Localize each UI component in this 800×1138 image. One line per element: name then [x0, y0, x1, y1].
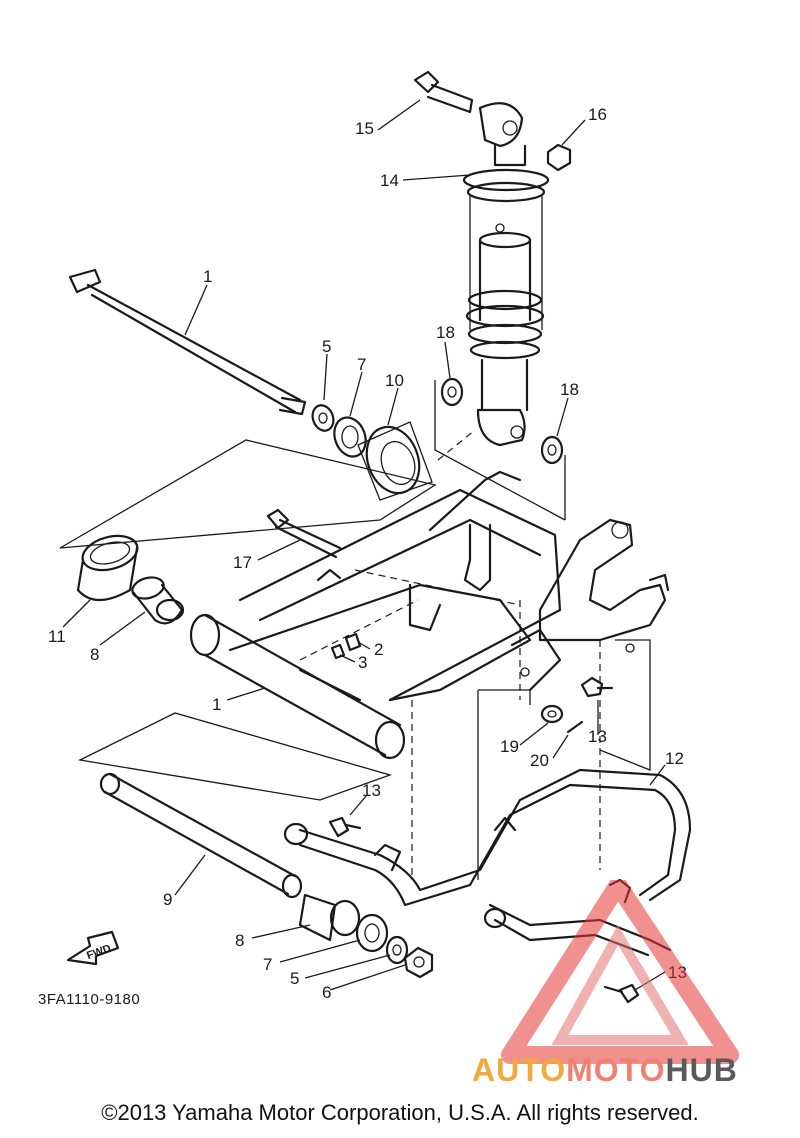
callout-20: 20	[530, 751, 549, 770]
part-8-collar-lower	[298, 893, 361, 942]
watermark-auto: AUTO	[472, 1052, 567, 1088]
part-20-pin	[566, 720, 584, 734]
copyright-notice: ©2013 Yamaha Motor Corporation, U.S.A. A…	[101, 1100, 699, 1125]
callout-2: 2	[374, 640, 383, 659]
leader-lines	[62, 99, 666, 991]
part-13-bolt-lower	[603, 983, 640, 1004]
watermark-moto: MOTO	[566, 1052, 666, 1088]
part-7-oil-seal-upper	[333, 416, 367, 458]
callout-5-upper: 5	[322, 337, 331, 356]
fwd-arrow: FWD	[66, 930, 120, 966]
part-8-collar-upper	[131, 576, 185, 625]
part-2-grease-nipple	[344, 632, 362, 652]
callout-16: 16	[588, 105, 607, 124]
callout-19: 19	[500, 737, 519, 756]
sub-assembly-outline-lower	[77, 712, 393, 801]
part-11-bushing	[76, 534, 139, 602]
part-9-pivot-shaft-lower	[99, 772, 303, 899]
callout-7-lower: 7	[263, 955, 272, 974]
callout-8-lower: 8	[235, 931, 244, 950]
part-1-swingarm	[189, 470, 670, 760]
callout-10: 10	[385, 371, 404, 390]
part-4-pivot-shaft	[68, 268, 307, 416]
part-6-nut	[403, 946, 434, 979]
callout-8-upper: 8	[90, 645, 99, 664]
callout-18-left: 18	[436, 323, 455, 342]
callout-5-lower: 5	[290, 969, 299, 988]
part-18-washer-right	[540, 435, 564, 465]
callout-14: 14	[380, 171, 399, 190]
callout-9: 9	[163, 890, 172, 909]
callout-13-middle: 13	[362, 781, 381, 800]
callout-11: 11	[48, 627, 66, 646]
watermark-logo	[501, 880, 739, 1064]
callout-1: 1	[212, 695, 221, 714]
callout-12: 12	[665, 749, 684, 768]
callout-4: 1	[203, 267, 212, 286]
part-16-nut	[546, 143, 572, 172]
part-19-washer	[540, 704, 564, 724]
watermark-hub: HUB	[665, 1052, 738, 1088]
part-13-bolt-upper	[580, 676, 614, 698]
part-17-bolt	[266, 508, 342, 559]
callout-3: 3	[358, 653, 367, 672]
watermark-text: AUTOMOTOHUB	[472, 1052, 738, 1089]
part-15-bolt	[413, 70, 474, 114]
diagram-code: 3FA1110-9180	[38, 991, 140, 1008]
sub-assembly-outline-upper	[59, 439, 437, 549]
part-14-rear-shock-absorber	[462, 102, 550, 447]
callout-labels: 1 5 7 10 15 14 16 18 18 17 11 8 2 3 1 19…	[48, 105, 687, 1002]
part-5-washer-lower	[385, 935, 409, 965]
callout-13-upper: 13	[588, 727, 607, 746]
part-5-washer-upper	[311, 404, 335, 432]
watermark-triangle-icon	[501, 880, 739, 1064]
part-7-oil-seal-lower	[355, 913, 389, 953]
callout-6: 6	[322, 983, 331, 1002]
callout-17: 17	[233, 553, 252, 572]
callout-18-right: 18	[560, 380, 579, 399]
callout-15: 15	[355, 119, 374, 138]
part-18-washer-left	[440, 377, 464, 407]
part-3-cap	[330, 643, 346, 660]
part-13-bolt-middle	[328, 816, 362, 838]
callout-7-upper: 7	[357, 355, 366, 374]
part-10-thrust-cover	[357, 421, 433, 501]
